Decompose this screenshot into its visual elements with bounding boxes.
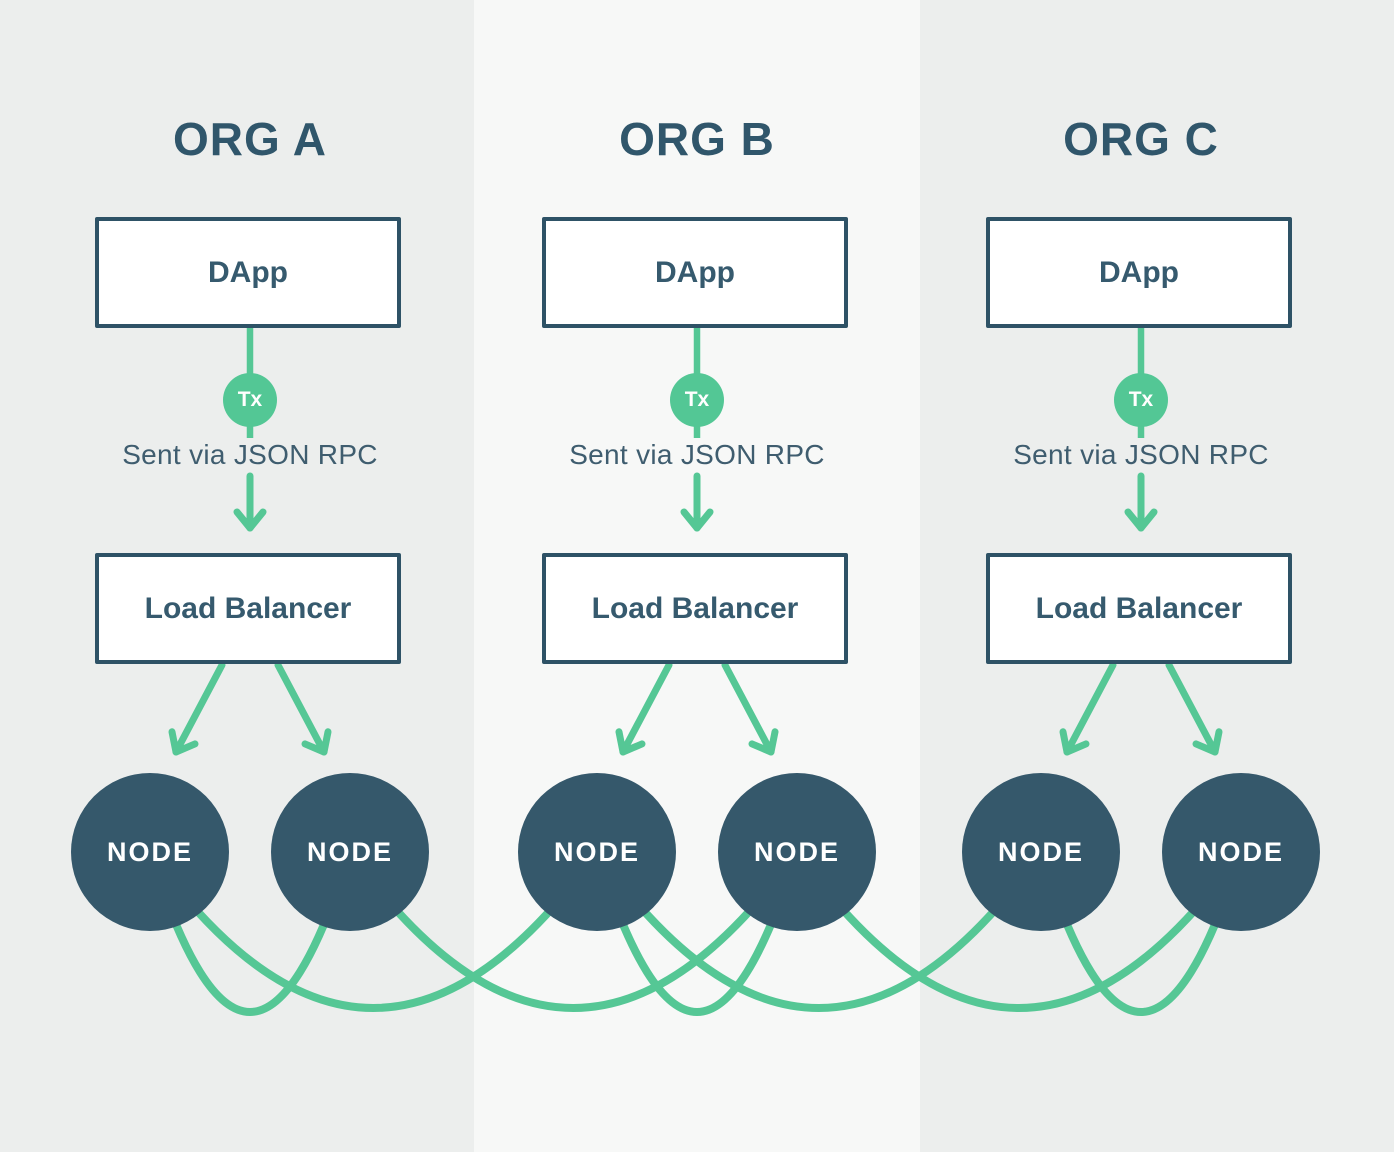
mesh-arc-nodeC1-nodeC2 xyxy=(1037,848,1245,1016)
tx-badge-label: Tx xyxy=(237,388,263,411)
org-b-column: ORG B DApp Tx Sent via JSON RPC Load Bal… xyxy=(518,0,876,1152)
load-balancer-box: Load Balancer xyxy=(95,553,401,664)
node-label: NODE xyxy=(753,836,840,867)
node-circle: NODE xyxy=(271,773,429,931)
tx-badge-label: Tx xyxy=(684,388,710,411)
dapp-label: DApp xyxy=(1099,255,1179,289)
mesh-arc-nodeB2-nodeC2 xyxy=(793,848,1245,1012)
lb-to-node-arrow-c-left xyxy=(1059,661,1117,756)
node-circle: NODE xyxy=(1162,773,1320,931)
dapp-box: DApp xyxy=(95,217,401,328)
org-a-column: ORG A DApp Tx Sent via JSON RPC Load Bal… xyxy=(71,0,429,1152)
tx-badge-icon: Tx xyxy=(670,373,724,427)
load-balancer-label: Load Balancer xyxy=(144,591,352,625)
org-title: ORG C xyxy=(1063,113,1219,165)
org-title: ORG A xyxy=(172,113,328,165)
load-balancer-label: Load Balancer xyxy=(591,591,799,625)
rpc-caption: Sent via JSON RPC xyxy=(569,439,825,470)
org-c-column: ORG C DApp Tx Sent via JSON RPC Load Bal… xyxy=(962,0,1320,1152)
node-circle: NODE xyxy=(71,773,229,931)
node-label: NODE xyxy=(1197,836,1284,867)
tx-badge-icon: Tx xyxy=(223,373,277,427)
mesh-arc-nodeB1-nodeC1 xyxy=(593,848,1045,1012)
mesh-arc-nodeA2-nodeB2 xyxy=(346,848,801,1012)
mesh-arc-nodeA1-nodeB1 xyxy=(146,848,601,1012)
tx-badge-icon: Tx xyxy=(1114,373,1168,427)
lb-to-node-arrow-a-right xyxy=(274,661,332,756)
node-label: NODE xyxy=(106,836,193,867)
lb-to-node-arrow-b-left xyxy=(615,661,673,756)
dapp-label: DApp xyxy=(208,255,288,289)
load-balancer-box: Load Balancer xyxy=(542,553,848,664)
lb-to-node-arrow-b-right xyxy=(721,661,779,756)
dapp-box: DApp xyxy=(542,217,848,328)
lb-to-node-arrow-c-right xyxy=(1165,661,1223,756)
node-circle: NODE xyxy=(518,773,676,931)
dapp-label: DApp xyxy=(655,255,735,289)
node-label: NODE xyxy=(997,836,1084,867)
node-label: NODE xyxy=(553,836,640,867)
load-balancer-box: Load Balancer xyxy=(986,553,1292,664)
rpc-caption: Sent via JSON RPC xyxy=(1013,439,1269,470)
org-title: ORG B xyxy=(619,113,775,165)
node-circle: NODE xyxy=(962,773,1120,931)
node-circle: NODE xyxy=(718,773,876,931)
lb-to-node-arrow-a-left xyxy=(168,661,226,756)
rpc-caption: Sent via JSON RPC xyxy=(122,439,378,470)
mesh-arc-nodeB1-nodeB2 xyxy=(593,848,801,1016)
node-label: NODE xyxy=(306,836,393,867)
mesh-arc-nodeA1-nodeA2 xyxy=(146,848,354,1016)
dapp-box: DApp xyxy=(986,217,1292,328)
tx-badge-label: Tx xyxy=(1128,388,1154,411)
load-balancer-label: Load Balancer xyxy=(1035,591,1243,625)
